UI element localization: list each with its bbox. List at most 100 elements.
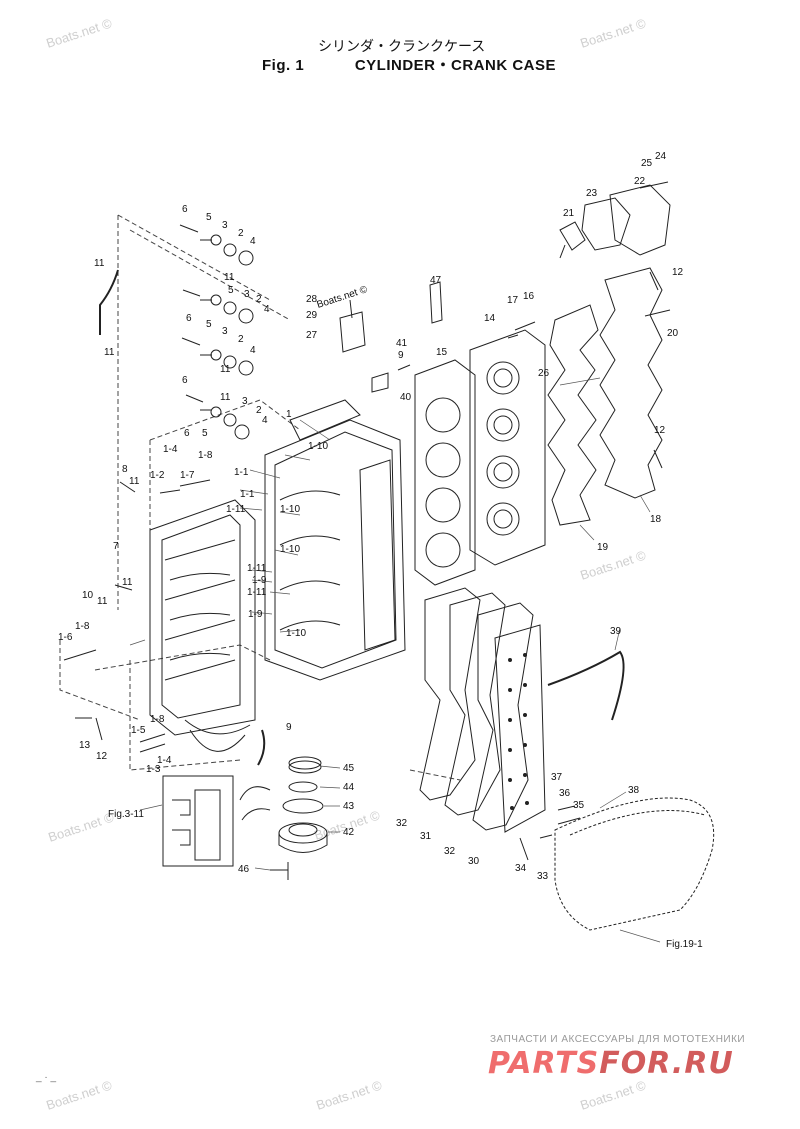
label-29: 29 <box>306 310 318 321</box>
label-5: 5 <box>202 428 208 439</box>
fasteners <box>63 181 671 880</box>
label-6: 6 <box>186 313 192 324</box>
label-1-10: 1-10 <box>308 441 328 452</box>
label-4: 4 <box>250 236 256 247</box>
label-1-10: 1-10 <box>286 628 306 639</box>
label-34: 34 <box>515 863 527 874</box>
seal-detail-inset <box>162 775 234 867</box>
label-1-11: 1-11 <box>226 504 246 515</box>
label-37: 37 <box>551 772 563 783</box>
label-32: 32 <box>444 846 456 857</box>
label-23: 23 <box>586 188 598 199</box>
watermark: Boats.net © <box>578 547 648 582</box>
label-30: 30 <box>468 856 480 867</box>
label-12: 12 <box>672 267 684 278</box>
label-2: 2 <box>238 334 244 345</box>
hose-39 <box>547 650 625 721</box>
label-22: 22 <box>634 176 646 187</box>
watermark: Boats.net © <box>46 809 116 844</box>
hose-9 <box>257 729 266 766</box>
label-36: 36 <box>559 788 571 799</box>
label-6: 6 <box>182 375 188 386</box>
label-3: 3 <box>242 396 248 407</box>
cylinder-block <box>264 399 406 681</box>
brand-logo: PARTSFOR.RU <box>488 1046 734 1081</box>
label-1-10: 1-10 <box>280 544 300 555</box>
figure-title: Fig. 1 CYLINDER・CRANK CASE <box>262 54 556 75</box>
head-gasket <box>414 359 476 586</box>
watermark-center: Boats.net © <box>316 284 370 311</box>
label-10: 10 <box>82 590 94 601</box>
lower-motor-cover <box>554 797 715 931</box>
label-11: 11 <box>104 347 115 358</box>
thermostat <box>559 221 586 259</box>
label-14: 14 <box>484 313 496 324</box>
label-17: 17 <box>507 295 519 306</box>
label-39: 39 <box>610 626 622 637</box>
label-11: 11 <box>220 392 231 403</box>
label-31: 31 <box>420 831 432 842</box>
label-9: 9 <box>398 350 404 361</box>
corner-mark: _ · _ <box>36 1072 57 1083</box>
watermark: Boats.net © <box>578 15 648 50</box>
label-11: 11 <box>129 476 140 487</box>
crank-case-left <box>149 499 256 752</box>
label-28: 28 <box>306 294 318 305</box>
label-5: 5 <box>206 212 212 223</box>
label-2: 2 <box>256 294 262 305</box>
label-1-8: 1-8 <box>75 621 90 632</box>
exhaust-cover-set <box>419 587 546 833</box>
ref-fig19-1: Fig.19-1 <box>666 939 703 950</box>
label-35: 35 <box>573 800 585 811</box>
figure-title-japanese: シリンダ・クランクケース <box>318 39 486 55</box>
label-6: 6 <box>182 204 188 215</box>
label-4: 4 <box>262 415 268 426</box>
label-3: 3 <box>222 326 228 337</box>
thermostat-cover <box>609 184 671 256</box>
label-2: 2 <box>256 405 262 416</box>
figure-number: Fig. 1 <box>262 57 305 74</box>
label-1-6: 1-6 <box>58 632 73 643</box>
label-26: 26 <box>538 368 550 379</box>
lower-seal-set <box>278 756 328 853</box>
brand-tagline: ЗАПЧАСТИ И АКСЕССУАРЫ ДЛЯ МОТОТЕХНИКИ <box>490 1034 746 1045</box>
label-16: 16 <box>523 291 535 302</box>
label-1-11: 1-11 <box>247 587 267 598</box>
label-13: 13 <box>79 740 91 751</box>
brand-logo-part-a: PARTS <box>488 1046 600 1081</box>
label-1-10: 1-10 <box>280 504 300 515</box>
label-1-8: 1-8 <box>150 714 165 725</box>
label-8: 8 <box>122 464 128 475</box>
label-33: 33 <box>537 871 549 882</box>
label-11: 11 <box>220 364 231 375</box>
label-27: 27 <box>306 330 318 341</box>
label-4: 4 <box>250 345 256 356</box>
watermark: Boats.net © <box>44 15 114 50</box>
label-47: 47 <box>430 275 442 286</box>
label-21: 21 <box>563 208 575 219</box>
label-5: 5 <box>206 319 212 330</box>
label-44: 44 <box>343 782 355 793</box>
label-1-8: 1-8 <box>198 450 213 461</box>
label-19: 19 <box>597 542 609 553</box>
label-1-9: 1-9 <box>252 575 267 586</box>
watermarks: Boats.net © Boats.net © Boats.net © Boat… <box>44 15 648 1112</box>
part-number-labels: 1 1-1 1-1 1-11 1-10 1-10 1-10 1-10 1-11 … <box>58 151 703 950</box>
label-9: 9 <box>286 722 292 733</box>
label-11: 11 <box>94 258 105 269</box>
head-cover <box>599 267 663 499</box>
label-1-4: 1-4 <box>163 444 178 455</box>
label-38: 38 <box>628 785 640 796</box>
brand-logo-part-b: FOR.RU <box>599 1046 734 1081</box>
label-1-1: 1-1 <box>234 467 249 478</box>
label-4: 4 <box>264 304 270 315</box>
label-7: 7 <box>113 541 119 552</box>
label-40: 40 <box>400 392 412 403</box>
label-1-1: 1-1 <box>240 489 255 500</box>
label-20: 20 <box>667 328 679 339</box>
label-1-9: 1-9 <box>248 609 263 620</box>
arrow-to-inset <box>239 786 271 821</box>
label-11: 11 <box>97 596 108 607</box>
label-46: 46 <box>238 864 250 875</box>
label-1-3: 1-3 <box>146 764 161 775</box>
